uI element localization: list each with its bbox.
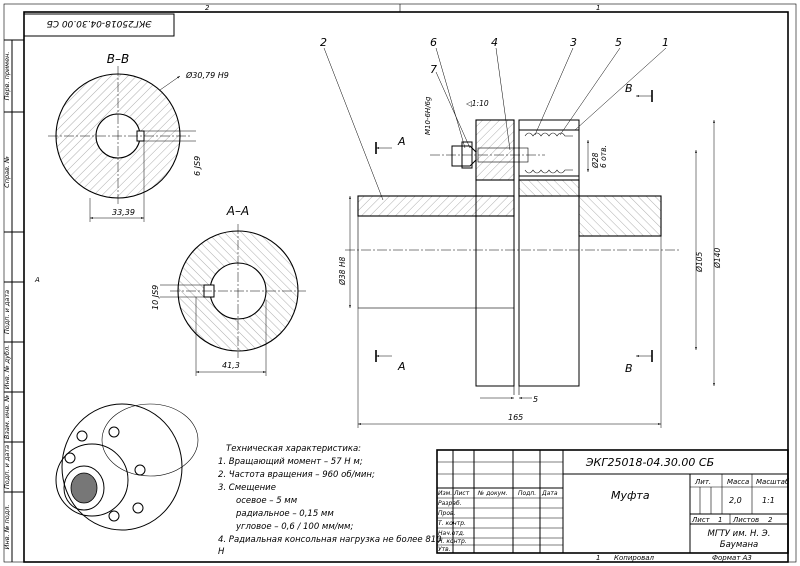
main-view: A A B B 2 6 7 4 3 5 1 M10-6H/6g ◁1:10 Ø3… — [320, 36, 722, 428]
tech-specs: Техническая характеристика: 1. Вращающий… — [218, 444, 442, 557]
pos-2: 2 — [320, 36, 327, 49]
tb-sheets-label: Листов — [732, 516, 759, 524]
pos-7: 7 — [430, 63, 437, 76]
tb-col-list: Лист — [453, 490, 470, 497]
spec-line-7: Н — [218, 547, 225, 557]
tb-org-line2: Баумана — [720, 540, 758, 550]
section-bb-bore: Ø30,79 H9 — [185, 70, 229, 80]
tb-name: Муфта — [611, 489, 650, 502]
tb-role-1: Пров. — [438, 510, 456, 517]
tb-format: Формат А3 — [712, 554, 752, 562]
spec-line-2: 3. Смещение — [218, 483, 276, 493]
tb-sheets: 2 — [768, 516, 773, 524]
spec-line-0: 1. Вращающий момент – 57 Н м; — [218, 457, 363, 467]
section-bb: B–B Ø30,79 H9 33,39 6 JS9 — [48, 52, 229, 222]
cut-b-top: B — [625, 82, 633, 95]
coupling-isometric — [55, 403, 199, 531]
section-bb-key: 6 JS9 — [193, 156, 202, 176]
tb-col-izm: Изм. — [438, 490, 452, 497]
section-aa-title: A–A — [226, 204, 249, 218]
pos-1: 1 — [662, 36, 669, 49]
tb-scale: 1:1 — [762, 496, 775, 505]
side-col-4: Взам. инв. № — [3, 395, 11, 439]
zone-mark-side: A — [34, 276, 40, 284]
pos-3: 3 — [570, 36, 577, 49]
dim-gap: 5 — [533, 395, 538, 404]
cut-a-bottom: A — [397, 360, 406, 373]
section-aa: A–A 41,3 10 JS9 — [151, 204, 306, 376]
tb-role-0: Разраб. — [438, 500, 462, 507]
spec-line-6: 4. Радиальная консольная нагрузка не бол… — [218, 535, 442, 545]
side-col-0: Перв. примен. — [3, 52, 11, 101]
pos-5: 5 — [615, 36, 622, 49]
tb-role-4: Н. контр. — [438, 538, 467, 545]
spec-line-4: радиальное – 0,15 мм — [235, 509, 334, 519]
tb-role-3: Нач.отд. — [438, 530, 465, 537]
tb-role-2: Т. контр. — [438, 520, 466, 527]
section-aa-depth: 41,3 — [222, 361, 240, 370]
spec-line-5: угловое – 0,6 / 100 мм/мм; — [235, 522, 353, 532]
tb-doc-number: ЭКГ25018-04.30.00 СБ — [585, 456, 714, 469]
side-col-5: Подп. и дата — [3, 445, 11, 489]
top-stamp: ЭКГ25018-04.30.00 СБ — [23, 13, 175, 37]
specs-title: Техническая характеристика: — [226, 444, 361, 454]
tb-header-lit: Лит. — [694, 478, 711, 486]
tb-col-date: Дата — [541, 490, 558, 497]
side-col-1: Справ. № — [3, 156, 11, 188]
tb-sheet: 1 — [718, 516, 722, 524]
cut-a-top: A — [397, 135, 406, 148]
section-aa-key: 10 JS9 — [151, 285, 160, 310]
tb-col-sign: Подп. — [518, 490, 536, 497]
tb-org-line1: МГТУ им. Н. Э. — [708, 529, 771, 539]
spec-line-3: осевое – 5 мм — [236, 496, 298, 506]
tb-sheet-label: Лист — [691, 516, 711, 524]
dim-d105: Ø105 — [695, 252, 704, 273]
dim-length: 165 — [508, 413, 523, 422]
pos-4: 4 — [491, 36, 498, 49]
zone-mark-top-left: 2 — [205, 4, 210, 12]
tb-col-doc: № докум. — [477, 490, 508, 497]
pos-6: 6 — [430, 36, 437, 49]
title-block: ЭКГ25018-04.30.00 СБ Муфта Лит. Масса Ма… — [436, 449, 790, 562]
dim-d140: Ø140 — [713, 248, 722, 269]
side-col-3: Инв. № дубл. — [3, 345, 11, 389]
tb-header-mass: Масса — [727, 478, 749, 486]
section-bb-depth: 33,39 — [112, 208, 135, 217]
dim-bore: Ø38 H8 — [338, 257, 347, 286]
dim-pin: Ø28 — [591, 152, 600, 169]
side-columns: Перв. примен. Справ. № Подп. и дата Инв.… — [3, 39, 25, 562]
tb-mass: 2,0 — [729, 496, 742, 505]
tb-copied: Копировал — [614, 554, 655, 562]
dim-holes: 6 отв. — [599, 145, 608, 168]
zone-mark-top-right: 1 — [596, 4, 600, 12]
side-col-6: Инв. № подл. — [3, 505, 11, 550]
top-stamp-text: ЭКГ25018-04.30.00 СБ — [47, 18, 153, 28]
side-col-2: Подп. и дата — [3, 290, 11, 334]
section-bb-title: B–B — [107, 52, 129, 66]
cut-b-bottom: B — [625, 362, 633, 375]
spec-line-1: 2. Частота вращения – 960 об/мин; — [218, 470, 375, 480]
tb-role-5: Утв. — [438, 546, 451, 553]
tb-header-scale: Масштаб — [756, 478, 790, 486]
thread-label: M10-6H/6g — [424, 96, 432, 135]
taper-label: ◁1:10 — [466, 99, 489, 108]
zone-mark-bottom: 1 — [596, 554, 600, 562]
